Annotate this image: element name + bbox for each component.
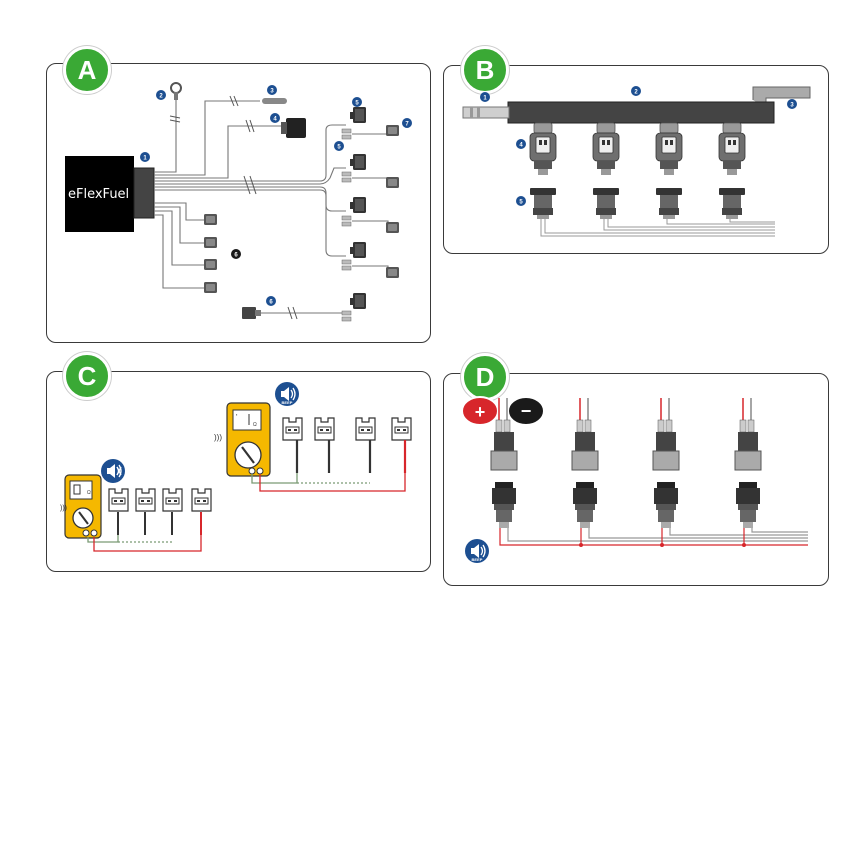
svg-text:BEEP: BEEP [472,557,483,562]
ecu-connector [134,168,154,218]
panel-a-wiring: eFlexFuel [65,83,412,321]
svg-text:BEEP: BEEP [282,400,293,405]
plus-symbol: + [475,402,486,422]
minus-symbol: − [521,401,532,421]
callouts-a: 1 2 3 4 5 5 6 7 6 [140,85,412,306]
panel-c-test: Ω ))) Ω ▪ ))) BEEP [60,382,411,551]
panel-b-rail: 1 2 3 4 5 [463,86,810,236]
svg-text:Ω: Ω [253,422,257,428]
svg-text:))): ))) [214,433,222,442]
svg-text:Ω: Ω [87,490,91,496]
ecu-label: eFlexFuel [68,187,129,202]
fuel-rail [508,102,774,123]
svg-text:))): ))) [60,505,67,512]
panel-d-test: + − [462,397,808,563]
